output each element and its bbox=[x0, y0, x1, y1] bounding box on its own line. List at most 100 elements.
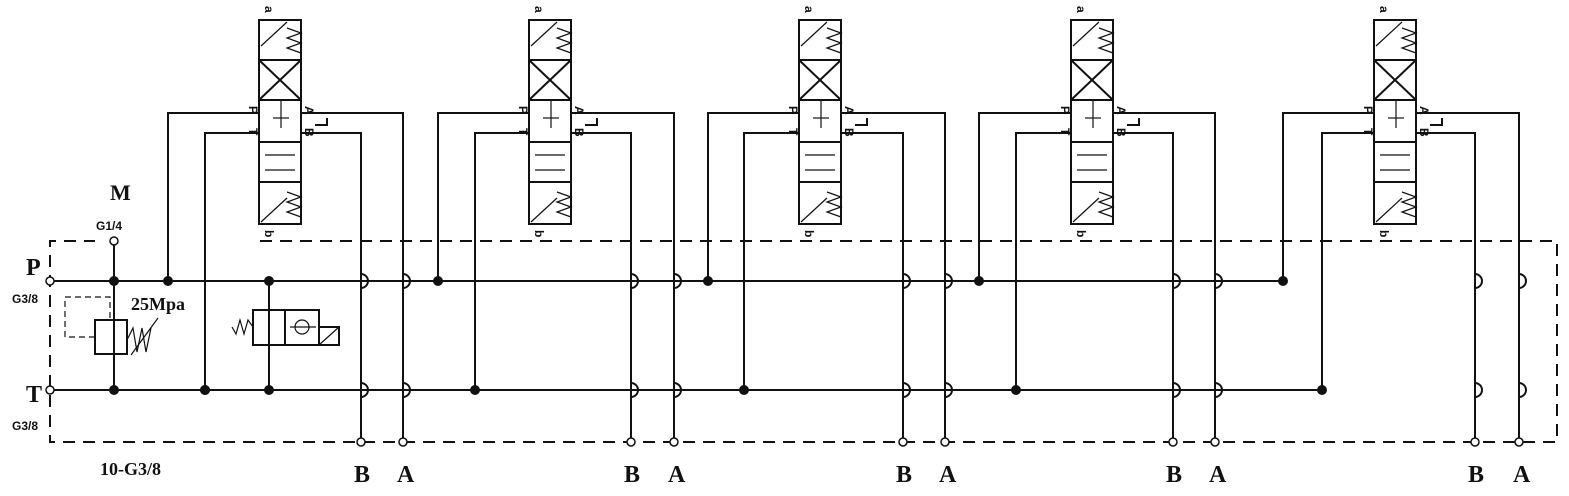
actuator-box-bottom bbox=[798, 181, 842, 225]
valve-a-label: A bbox=[1114, 106, 1128, 115]
pressure-branch bbox=[707, 112, 799, 281]
parallel-position-box bbox=[798, 141, 842, 183]
junction-dot bbox=[433, 276, 443, 286]
crossing-hop bbox=[402, 273, 411, 289]
solenoid-a-label: a bbox=[532, 6, 546, 13]
spring-icon bbox=[555, 27, 573, 54]
valve-b-label: B bbox=[302, 128, 316, 137]
outlet-port-a bbox=[1514, 437, 1524, 447]
valve-p-label: P bbox=[516, 106, 530, 114]
port-a-label: A bbox=[397, 462, 415, 488]
crossing-hop bbox=[902, 273, 911, 289]
port-b-label: B bbox=[1166, 462, 1182, 488]
solenoid-a-label: a bbox=[1377, 6, 1391, 13]
crossing-hop bbox=[402, 382, 411, 398]
port-a-label: A bbox=[1513, 462, 1531, 488]
crossing-hop bbox=[944, 382, 953, 398]
spring-icon bbox=[555, 191, 573, 218]
center-position-box bbox=[1373, 99, 1417, 143]
label-m: M bbox=[110, 180, 131, 205]
crossing-hop bbox=[360, 273, 369, 289]
crossing-hop bbox=[673, 382, 682, 398]
junction-dot bbox=[200, 385, 210, 395]
port-b-line bbox=[1416, 132, 1476, 438]
valve-p-label: P bbox=[246, 106, 260, 114]
label-t-thread: G3/8 bbox=[12, 419, 38, 433]
relief-valve bbox=[64, 281, 159, 390]
solenoid-diagonal bbox=[260, 197, 288, 223]
spring-icon bbox=[825, 27, 843, 54]
junction-dot bbox=[470, 385, 480, 395]
valve-t-label: T bbox=[516, 128, 530, 136]
spring-icon bbox=[1097, 27, 1115, 54]
solenoid-b-label: b bbox=[1377, 230, 1391, 237]
actuator-box-top bbox=[1373, 19, 1417, 61]
junction-dot bbox=[163, 276, 173, 286]
solenoid-b-label: b bbox=[532, 230, 546, 237]
crossing-hop bbox=[944, 273, 953, 289]
actuator-box-top bbox=[1070, 19, 1114, 61]
inlet-port-p bbox=[45, 276, 55, 286]
outlet-port-b bbox=[356, 437, 366, 447]
crossing-hop bbox=[673, 273, 682, 289]
junction-dot bbox=[703, 276, 713, 286]
crossing-hop bbox=[1518, 382, 1527, 398]
crossing-hop bbox=[630, 273, 639, 289]
tank-port-t bbox=[45, 385, 55, 395]
outlet-port-b bbox=[1470, 437, 1480, 447]
pressure-branch bbox=[437, 112, 529, 281]
junction-dot bbox=[1317, 385, 1327, 395]
crossing-hop bbox=[902, 382, 911, 398]
valve-p-label: P bbox=[786, 106, 800, 114]
drain-j-symbol bbox=[1430, 118, 1443, 126]
port-b-line bbox=[1113, 132, 1174, 438]
label-t: T bbox=[26, 382, 42, 408]
valve-t-label: T bbox=[246, 128, 260, 136]
valve-b-label: B bbox=[1417, 128, 1431, 137]
valve-t-label: T bbox=[1058, 128, 1072, 136]
center-position-box bbox=[528, 99, 572, 143]
center-position-box bbox=[1070, 99, 1114, 143]
port-a-label: A bbox=[668, 462, 686, 488]
crossing-hop bbox=[360, 382, 369, 398]
valve-t-label: T bbox=[1361, 128, 1375, 136]
actuator-box-bottom bbox=[258, 181, 302, 225]
outlet-port-a bbox=[398, 437, 408, 447]
solenoid-diagonal bbox=[1072, 197, 1100, 223]
port-a-line bbox=[571, 112, 675, 438]
spring-icon bbox=[1400, 191, 1418, 218]
spring-icon bbox=[285, 27, 303, 54]
valve-b-label: B bbox=[572, 128, 586, 137]
drain-j-symbol bbox=[315, 118, 328, 126]
crossing-hop bbox=[1518, 273, 1527, 289]
valve-a-label: A bbox=[842, 106, 856, 115]
solenoid-diagonal bbox=[800, 21, 828, 47]
junction-dot bbox=[1011, 385, 1021, 395]
crossing-hop bbox=[1214, 382, 1223, 398]
port-b-line bbox=[841, 132, 904, 438]
solenoid-diagonal bbox=[530, 21, 558, 47]
spring-icon bbox=[285, 191, 303, 218]
pressure-branch bbox=[978, 112, 1071, 281]
valve-a-label: A bbox=[302, 106, 316, 115]
drain-j-symbol bbox=[1127, 118, 1140, 126]
actuator-box-bottom bbox=[1070, 181, 1114, 225]
actuator-box-bottom bbox=[1373, 181, 1417, 225]
solenoid-b-label: b bbox=[802, 230, 816, 237]
port-a-label: A bbox=[939, 462, 957, 488]
solenoid-b-label: b bbox=[1074, 230, 1088, 237]
port-b-label: B bbox=[1468, 462, 1484, 488]
tank-branch bbox=[1321, 132, 1374, 390]
port-a-line bbox=[841, 112, 946, 438]
port-b-line bbox=[301, 132, 362, 438]
solenoid-diagonal bbox=[530, 197, 558, 223]
label-bottom-ports: 10-G3/8 bbox=[100, 459, 161, 479]
valve-p-label: P bbox=[1361, 106, 1375, 114]
outlet-port-a bbox=[1210, 437, 1220, 447]
label-relief-pressure: 25Mpa bbox=[131, 294, 185, 314]
gauge-port-m bbox=[109, 236, 119, 246]
